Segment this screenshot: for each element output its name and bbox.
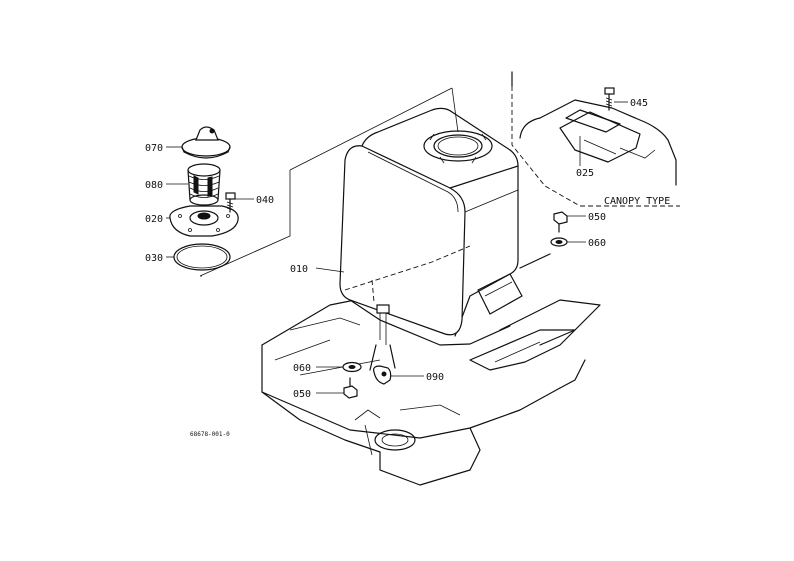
label-010: 010 — [290, 264, 308, 275]
right-fasteners — [550, 211, 568, 247]
label-060-left: 060 — [293, 363, 311, 374]
leader-tank-top — [451, 87, 459, 133]
label-025: 025 — [576, 168, 594, 179]
fuel-tank — [339, 107, 551, 371]
label-070: 070 — [145, 143, 163, 154]
label-090: 090 — [426, 372, 444, 383]
canopy-type-label: CANOPY TYPE — [604, 196, 670, 207]
label-040: 040 — [256, 195, 274, 206]
label-060-right: 060 — [588, 238, 606, 249]
left-fasteners — [342, 361, 392, 399]
leader-lines — [166, 101, 628, 394]
part-labels: 070 080 020 030 040 045 025 050 060 010 … — [145, 98, 670, 438]
canopy-type-inset — [511, 71, 680, 207]
label-045: 045 — [630, 98, 648, 109]
label-050-right: 050 — [588, 212, 606, 223]
label-080: 080 — [145, 180, 163, 191]
frame-line-left — [199, 170, 291, 277]
drawing-code: 68678-001-0 — [190, 431, 230, 438]
frame-line-top — [289, 87, 453, 171]
label-020: 020 — [145, 214, 163, 225]
label-030: 030 — [145, 253, 163, 264]
cap-assembly — [169, 126, 239, 271]
machine-body — [261, 299, 601, 486]
label-050-left: 050 — [293, 389, 311, 400]
